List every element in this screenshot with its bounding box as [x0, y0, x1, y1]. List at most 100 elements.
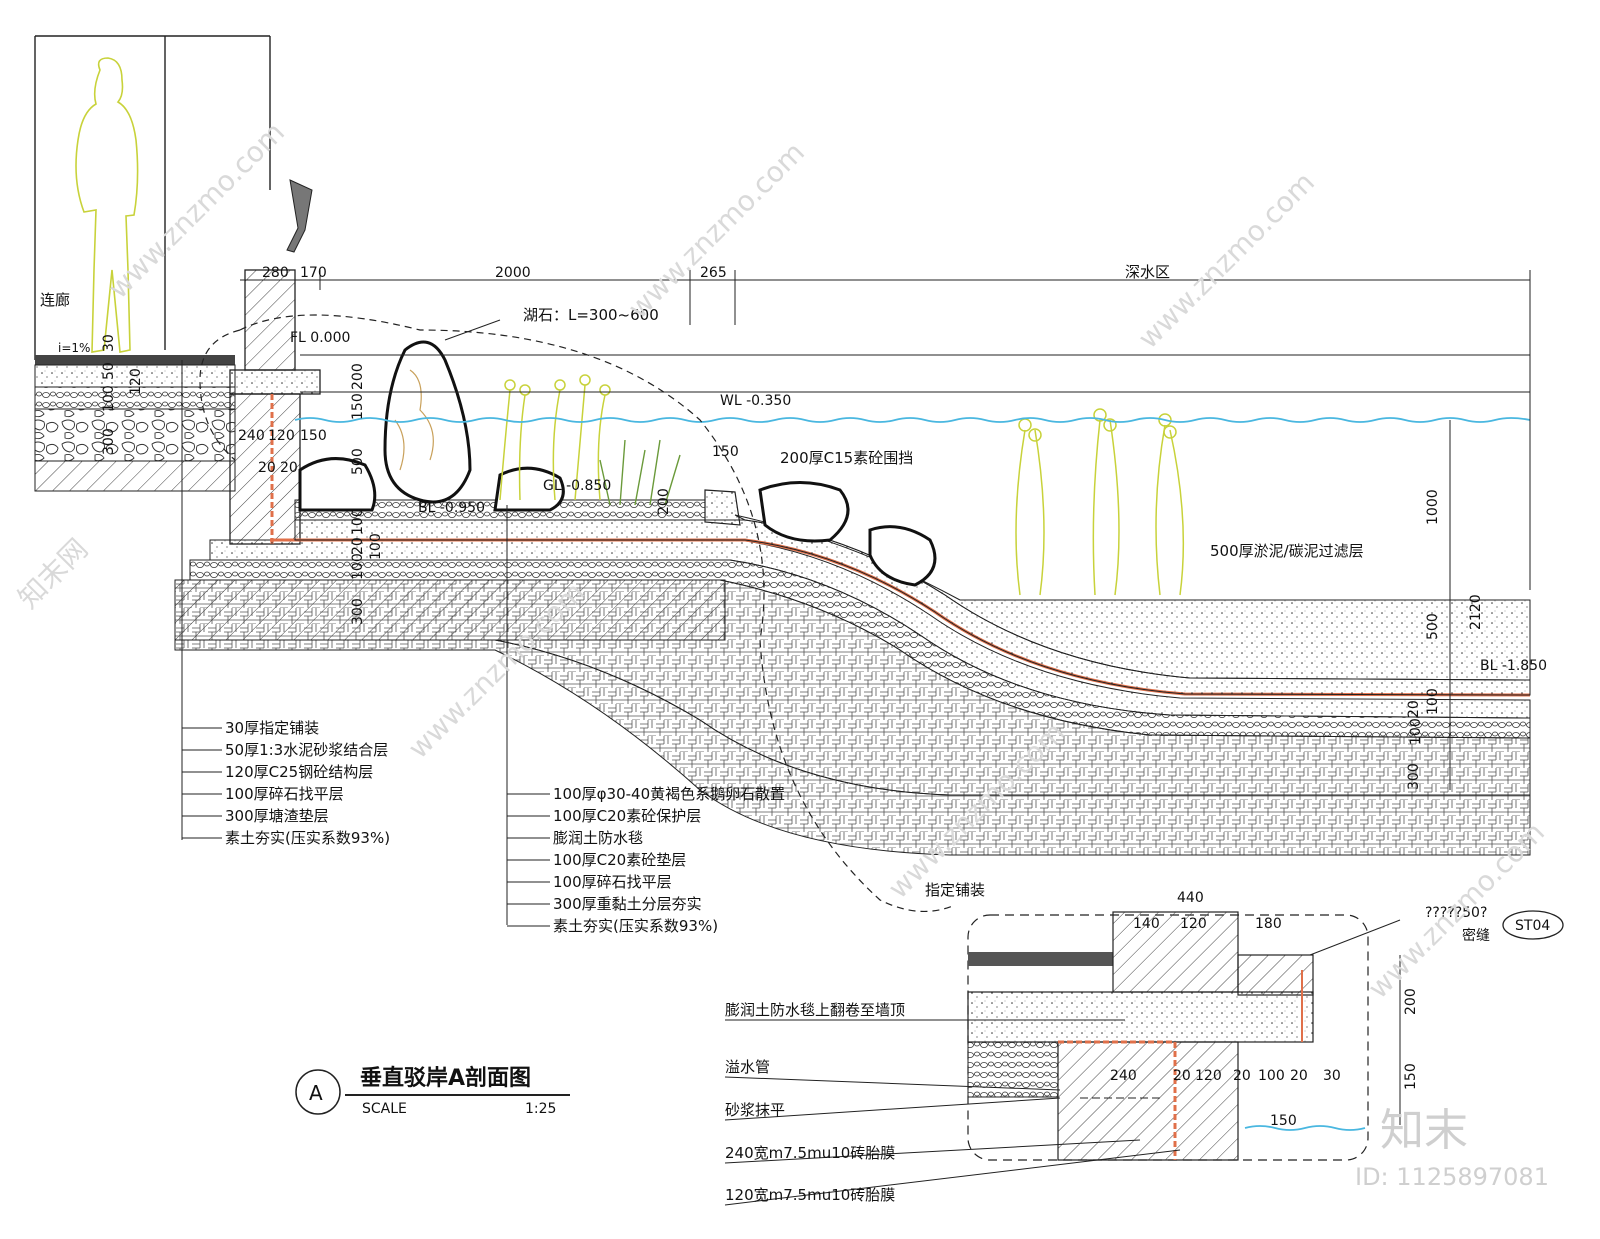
detail-seal-label: 密缝 [1462, 927, 1490, 944]
svg-text:100: 100 [1258, 1068, 1285, 1084]
svg-text:150: 150 [1270, 1113, 1297, 1129]
svg-text:知末网: 知末网 [12, 532, 95, 615]
filter-label: 500厚淤泥/碳泥过滤层 [1210, 542, 1364, 560]
lake-rocks [298, 340, 937, 587]
svg-text:20: 20 [350, 537, 366, 555]
svg-text:30: 30 [101, 334, 117, 352]
slope-label: i=1% [58, 341, 90, 355]
svg-text:20: 20 [1406, 700, 1422, 718]
svg-text:500: 500 [1425, 613, 1441, 640]
left-layer-note: 120厚C25钢砼结构层 [225, 763, 373, 781]
dim-2000: 2000 [495, 265, 531, 281]
svg-text:120: 120 [268, 428, 295, 444]
mid-layer-note: 300厚重黏土分层夯实 [553, 895, 702, 913]
gl-label: GL -0.850 [543, 478, 611, 494]
svg-text:100: 100 [101, 385, 117, 412]
detail-tag-ellipse [1502, 910, 1564, 940]
svg-text:20: 20 [1233, 1068, 1251, 1084]
fl-label: FL 0.000 [290, 330, 350, 346]
svg-text:200: 200 [1403, 988, 1419, 1015]
detail-paving-label: 指定铺装 [925, 881, 985, 899]
mid-layer-note: 100厚φ30-40黄褐色系鹅卵石散置 [553, 785, 785, 803]
detail-tag-leader [1309, 919, 1401, 956]
reeds [599, 439, 681, 506]
svg-text:120: 120 [1195, 1068, 1222, 1084]
lamp-fixture [286, 179, 313, 253]
mid-vertical-dims: 200 150 500 100 20 100 100 300 [350, 363, 384, 625]
detail-width-120: 120 [1180, 916, 1207, 932]
sludge-filter-layer [734, 514, 1531, 681]
detail-callout-left [199, 329, 241, 461]
detail-seal-note: ?????50? [1425, 905, 1487, 921]
title-marker: A [309, 1081, 323, 1105]
retaining-label: 200厚C15素砼围挡 [780, 449, 913, 467]
deep-zone-label: 深水区 [1125, 263, 1170, 281]
svg-text:150: 150 [1403, 1063, 1419, 1090]
rock-inner-lines [394, 369, 434, 471]
left-layer-note: 300厚塘渣垫层 [225, 807, 329, 825]
mid-layer-note: 100厚C20素砼保护层 [553, 807, 701, 825]
detail-width-total: 440 [1177, 890, 1204, 906]
left-paving-layers [34, 355, 236, 492]
small-dim-200: 200 [656, 488, 672, 515]
svg-text:240: 240 [238, 428, 265, 444]
scale-label: SCALE [362, 1101, 407, 1117]
svg-text:150: 150 [300, 428, 327, 444]
bentonite-label: 膨润土防水毯上翻卷至墙顶 [725, 1001, 905, 1019]
concrete-base [209, 539, 1531, 719]
svg-text:100: 100 [1425, 688, 1441, 715]
detail-notes: 膨润土防水毯上翻卷至墙顶 溢水管 砂浆抹平 240宽m7.5mu10砖胎膜 12… [724, 1001, 1181, 1206]
svg-text:1000: 1000 [1425, 489, 1441, 525]
small-dim-150: 150 [712, 444, 739, 460]
brand-logo: 知末 [1380, 1105, 1468, 1156]
svg-text:300: 300 [350, 598, 366, 625]
mid-layer-note: 素土夯实(压实系数93%) [553, 917, 718, 935]
wall-dims: 240 120 150 20 20 [238, 428, 327, 476]
wl-label: WL -0.350 [720, 393, 791, 409]
brand-id: ID: 1125897081 [1355, 1163, 1549, 1191]
left-vertical-dims: 30 50 120 100 300 [101, 334, 144, 455]
svg-text:240: 240 [1110, 1068, 1137, 1084]
detail-callout-ellipse [239, 314, 956, 913]
svg-text:300: 300 [1406, 763, 1422, 790]
left-layer-note: 30厚指定铺装 [225, 719, 319, 737]
dim-170: 170 [300, 265, 327, 281]
mid-layer-note: 100厚碎石找平层 [553, 873, 672, 891]
scale-value: 1:25 [525, 1101, 556, 1117]
svg-text:20: 20 [1173, 1068, 1191, 1084]
drawing-title: 垂直驳岸A剖面图 [360, 1065, 531, 1091]
aquatic-plants [499, 374, 1185, 596]
svg-text:www.znzmo.com: www.znzmo.com [622, 136, 811, 325]
corridor-label: 连廊 [40, 291, 70, 309]
dim-265: 265 [700, 265, 727, 281]
svg-text:100: 100 [350, 553, 366, 580]
dim-280: 280 [262, 265, 289, 281]
bl1-label: BL -0.950 [418, 500, 485, 516]
clay-hatch-left [174, 579, 726, 641]
rock-label: 湖石：L=300~600 [523, 306, 659, 324]
svg-text:100: 100 [1408, 718, 1424, 745]
svg-text:30: 30 [1323, 1068, 1341, 1084]
right-vertical-dims: 1000 2120 500 20 100 100 300 [1406, 489, 1484, 790]
svg-text:500: 500 [350, 448, 366, 475]
svg-text:20: 20 [280, 460, 298, 476]
mid-layer-note: 100厚C20素砼垫层 [553, 851, 686, 869]
corridor-structure [34, 35, 271, 360]
left-layer-notes: 30厚指定铺装 50厚1:3水泥砂浆结合层 120厚C25钢砼结构层 100厚碎… [182, 719, 390, 847]
person-silhouette [75, 57, 139, 353]
detail-box [967, 911, 1401, 1161]
retaining-lip [704, 489, 741, 526]
svg-text:150: 150 [350, 393, 366, 420]
svg-text:100: 100 [368, 533, 384, 560]
svg-text:200: 200 [350, 363, 366, 390]
mid-layer-note: 膨润土防水毯 [553, 829, 643, 847]
svg-text:120: 120 [128, 368, 144, 395]
left-layer-note: 50厚1:3水泥砂浆结合层 [225, 741, 388, 759]
svg-text:50: 50 [101, 362, 117, 380]
detail-width-180: 180 [1255, 916, 1282, 932]
detail-tag: ST04 [1515, 918, 1550, 934]
detail-width-140: 140 [1133, 916, 1160, 932]
left-layer-note: 100厚碎石找平层 [225, 785, 344, 803]
overflow-label: 溢水管 [725, 1058, 770, 1076]
